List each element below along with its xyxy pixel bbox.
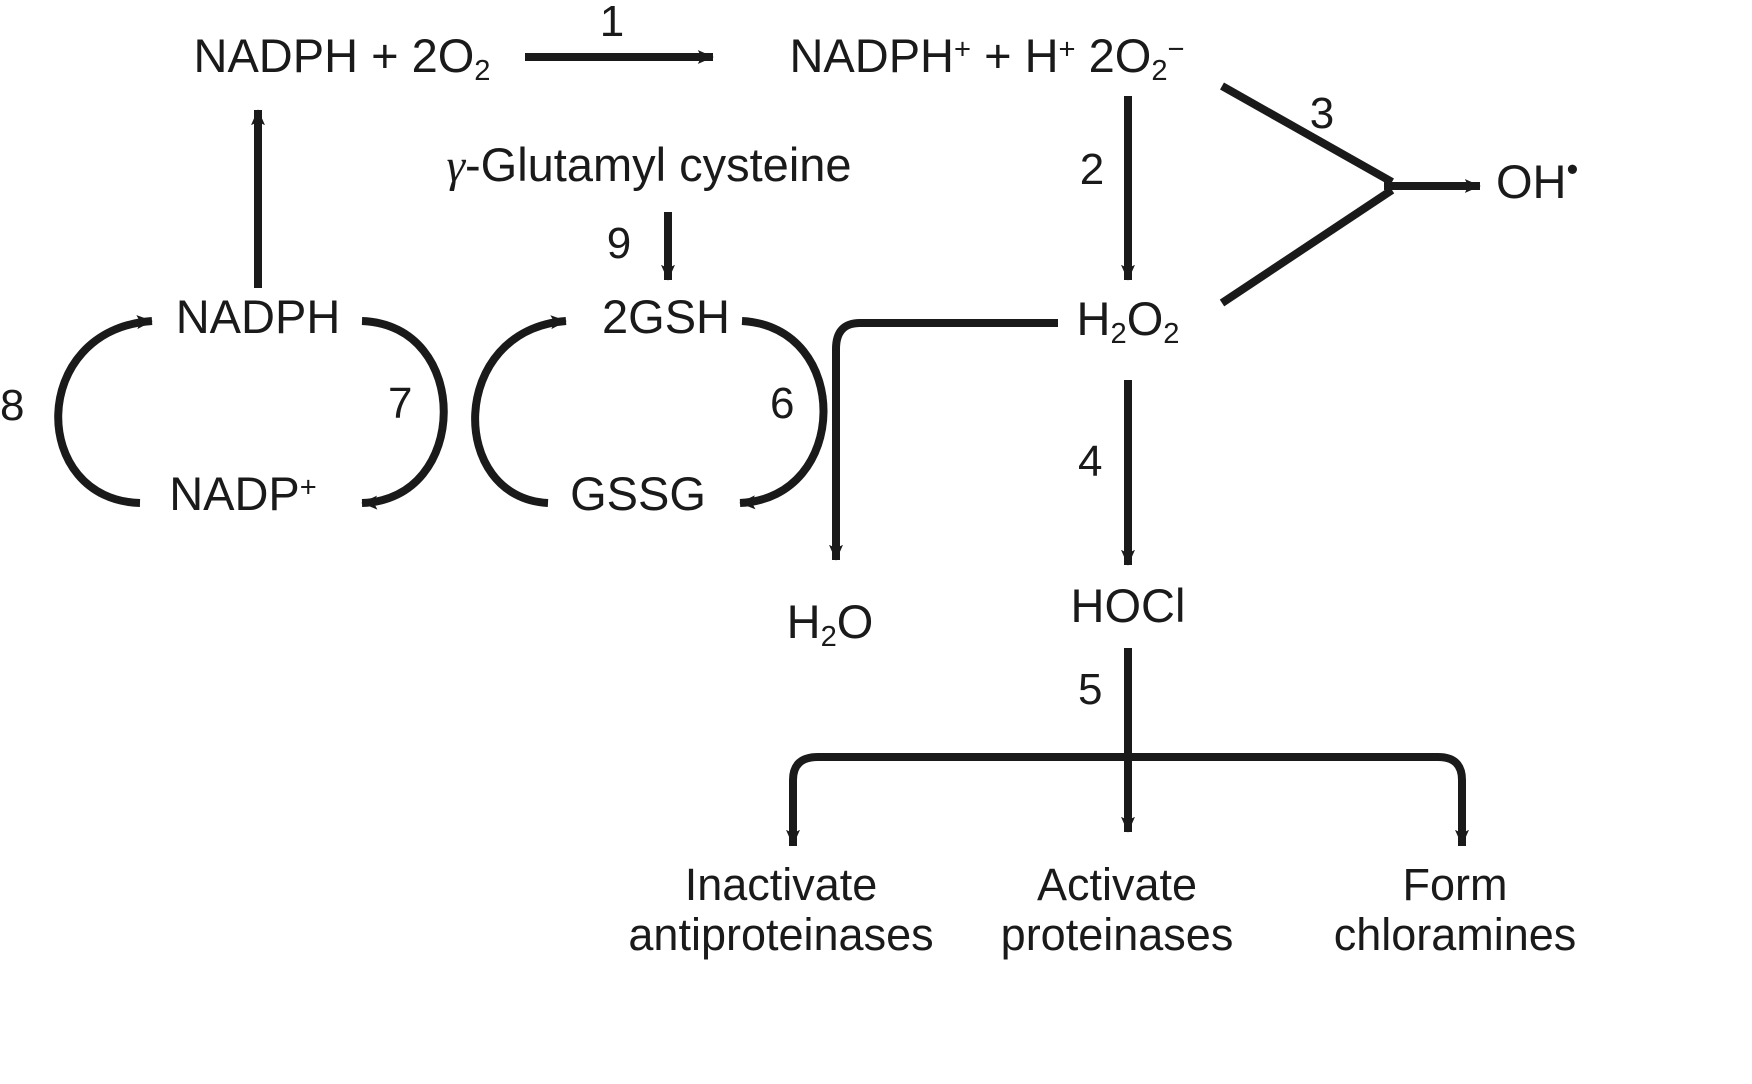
superoxide-base: 2O [1075, 29, 1152, 82]
outcome-3-line-2: chloramines [1333, 909, 1577, 961]
arc-step-8 [54, 315, 153, 507]
peroxide-oxygen: O [1126, 292, 1164, 345]
plus-hydrogen: + H [971, 29, 1059, 82]
water-oxygen: O [836, 595, 874, 648]
hydroxyl-base: OH [1496, 155, 1567, 208]
step-number-3: 3 [1309, 89, 1335, 138]
step-number-9: 9 [606, 219, 632, 268]
species-nadph: NADPH [175, 290, 341, 343]
step-number-6: 6 [770, 379, 795, 428]
water-hydrogen-subscript: 2 [820, 621, 837, 654]
nadph-oxygen-base: NADPH + 2O [193, 29, 475, 82]
step-number-1: 1 [599, 0, 625, 46]
step-number-4: 4 [1078, 437, 1103, 486]
outcome-activate-proteinases: Activate proteinases [937, 859, 1297, 961]
water-hydrogen: H [786, 595, 821, 648]
species-2gsh: 2GSH [602, 290, 730, 343]
nadp-base: NADP [169, 467, 300, 520]
nadp-charge: + [299, 471, 317, 504]
outcome-form-chloramines: Form chloramines [1275, 859, 1635, 961]
outcome-3-line-1: Form [1402, 859, 1508, 910]
species-nadph-cation-superoxide: NADPH+ + H+ 2O2− [789, 29, 1185, 86]
peroxide-hydrogen: H [1076, 292, 1111, 345]
superoxide-charge: − [1167, 33, 1185, 66]
species-gssg: GSSG [570, 467, 706, 520]
arrow-step-3-upper [1220, 82, 1394, 186]
peroxide-hydrogen-subscript: 2 [1110, 318, 1127, 351]
step-number-7: 7 [388, 379, 413, 428]
species-hydrogen-peroxide: H2O2 [1076, 292, 1180, 349]
species-nadp-plus: NADP+ [169, 470, 317, 517]
hydrogen-charge: + [1058, 33, 1076, 66]
species-hypochlorous-acid: HOCl [1070, 579, 1186, 632]
species-water: H2O [786, 595, 874, 652]
arrow-h2o2-to-water [829, 319, 1058, 561]
radical-dot-icon: • [1566, 150, 1579, 189]
species-nadph-plus-oxygen: NADPH + 2O2 [193, 29, 491, 86]
distribution-bar [789, 753, 1466, 846]
species-hydroxyl-radical: OH• [1496, 152, 1578, 208]
nadph-cation-base: NADPH [789, 29, 954, 82]
outcome-inactivate-antiproteinases: Inactivate antiproteinases [601, 859, 961, 961]
outcome-2-line-2: proteinases [1000, 909, 1234, 961]
superoxide-subscript: 2 [1151, 55, 1168, 88]
arc-step-6-left [471, 315, 567, 507]
step-number-2: 2 [1079, 145, 1105, 194]
step-number-5: 5 [1078, 665, 1103, 714]
outcome-1-line-2: antiproteinases [628, 909, 934, 961]
oxygen-subscript: 2 [474, 55, 491, 88]
arrow-step-3-lower [1219, 186, 1395, 307]
outcome-1-line-1: Inactivate [684, 859, 878, 910]
species-glutamyl-cysteine: γ-Glutamyl cysteine [446, 141, 851, 190]
outcome-2-line-1: Activate [1036, 859, 1198, 910]
glutamyl-cysteine-name: -Glutamyl cysteine [464, 138, 852, 191]
step-number-8: 8 [0, 381, 25, 430]
peroxide-oxygen-subscript: 2 [1163, 318, 1180, 351]
gamma-symbol: γ [446, 140, 465, 192]
nadph-cation-charge: + [954, 33, 972, 66]
